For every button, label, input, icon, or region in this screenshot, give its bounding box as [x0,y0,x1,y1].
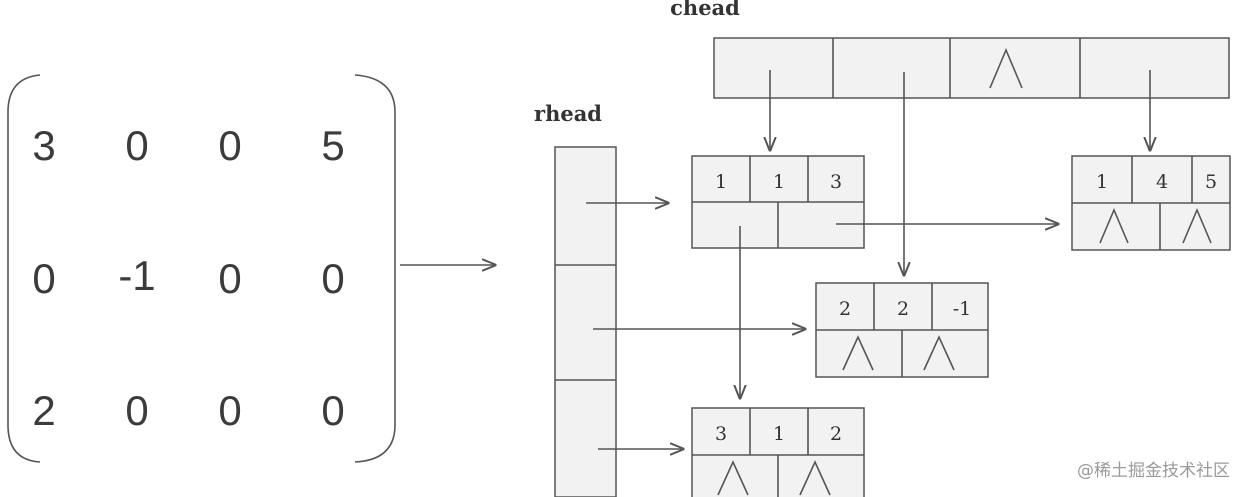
node-value: 5 [1205,171,1217,193]
chead-array [713,37,1230,99]
matrix-cell: 0 [218,122,241,169]
node-value: 3 [830,171,842,193]
matrix-cell: 0 [32,255,55,302]
node-row: 3 [715,423,727,445]
node-1-1: 1 1 3 [691,155,865,249]
pointer-arrows [586,70,1150,449]
null-pointer-icon [717,460,749,496]
matrix-cell: 2 [32,387,55,434]
left-bracket [7,74,41,463]
matrix-cell: 0 [218,255,241,302]
matrix-cell: -1 [118,252,155,299]
null-pointer-icon [799,460,831,496]
rhead-label: rhead [534,101,602,126]
node-col: 1 [773,171,785,193]
node-value: 2 [830,423,842,445]
null-pointer-icon [1182,207,1212,244]
matrix-cell: 0 [125,122,148,169]
node-1-4: 1 4 5 [1071,155,1231,251]
matrix-cell: 3 [32,122,55,169]
node-row: 1 [715,171,727,193]
matrix-cell: 0 [321,255,344,302]
null-pointer-icon [989,47,1023,89]
null-pointer-icon [1099,207,1129,244]
node-row: 2 [839,298,851,320]
null-pointer-icon [842,335,874,371]
node-value: -1 [953,298,972,320]
node-col: 1 [773,423,785,445]
right-bracket [354,74,396,463]
matrix-cell: 0 [125,387,148,434]
node-col: 4 [1156,171,1168,193]
node-col: 2 [897,298,909,320]
chead-label: chead [670,0,740,20]
rhead-array [554,146,617,497]
node-3-1: 3 1 2 [691,407,865,497]
matrix: 3 0 0 5 0 -1 0 0 2 0 0 0 [7,74,396,463]
node-row: 1 [1096,171,1108,193]
matrix-cell: 0 [321,387,344,434]
matrix-cell: 0 [218,387,241,434]
node-2-2: 2 2 -1 [815,282,989,378]
matrix-cell: 5 [321,122,344,169]
watermark: @稀土掘金技术社区 [1077,461,1230,481]
null-pointer-icon [923,335,955,371]
